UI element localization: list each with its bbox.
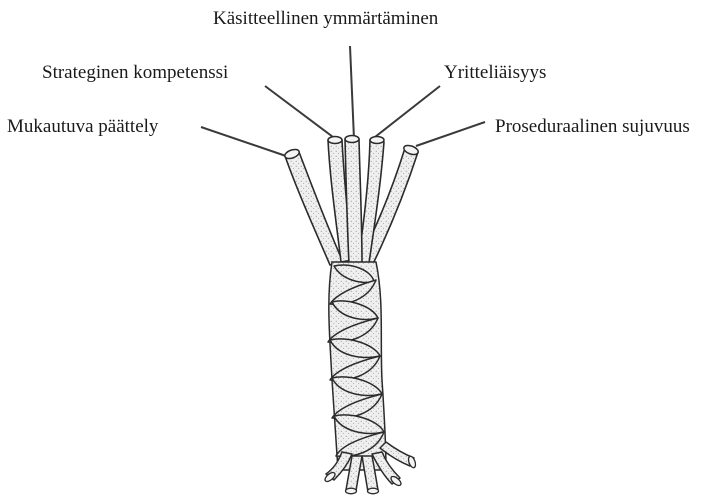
bottom-cap-4 — [389, 475, 402, 487]
leader-line-procedural — [416, 122, 485, 146]
strand-end-conceptual — [345, 136, 359, 143]
leader-line-conceptual — [350, 46, 354, 139]
label-procedural-fluency: Proseduraalinen sujuvuus — [495, 117, 690, 136]
label-adaptive-reasoning: Mukautuva päättely — [7, 117, 158, 136]
leader-line-strategic — [265, 86, 333, 137]
leader-lines — [201, 46, 485, 156]
strand-end-strategic — [328, 137, 342, 144]
leader-line-disposition — [375, 86, 440, 137]
bottom-cap-5 — [407, 455, 417, 468]
strand-end-disposition — [370, 137, 384, 144]
braid — [328, 262, 386, 470]
leader-line-reasoning — [201, 127, 286, 156]
bottom-cap-2 — [346, 488, 357, 494]
strand-conceptual — [345, 139, 362, 264]
upper-strands — [285, 139, 418, 268]
bottom-cap-1 — [323, 471, 336, 483]
label-strategic-competence: Strateginen kompetenssi — [42, 63, 228, 82]
bottom-cap-3 — [368, 488, 379, 494]
label-conceptual-understanding: Käsitteellinen ymmärtäminen — [213, 9, 438, 28]
label-productive-disposition: Yritteliäisyys — [444, 63, 546, 82]
